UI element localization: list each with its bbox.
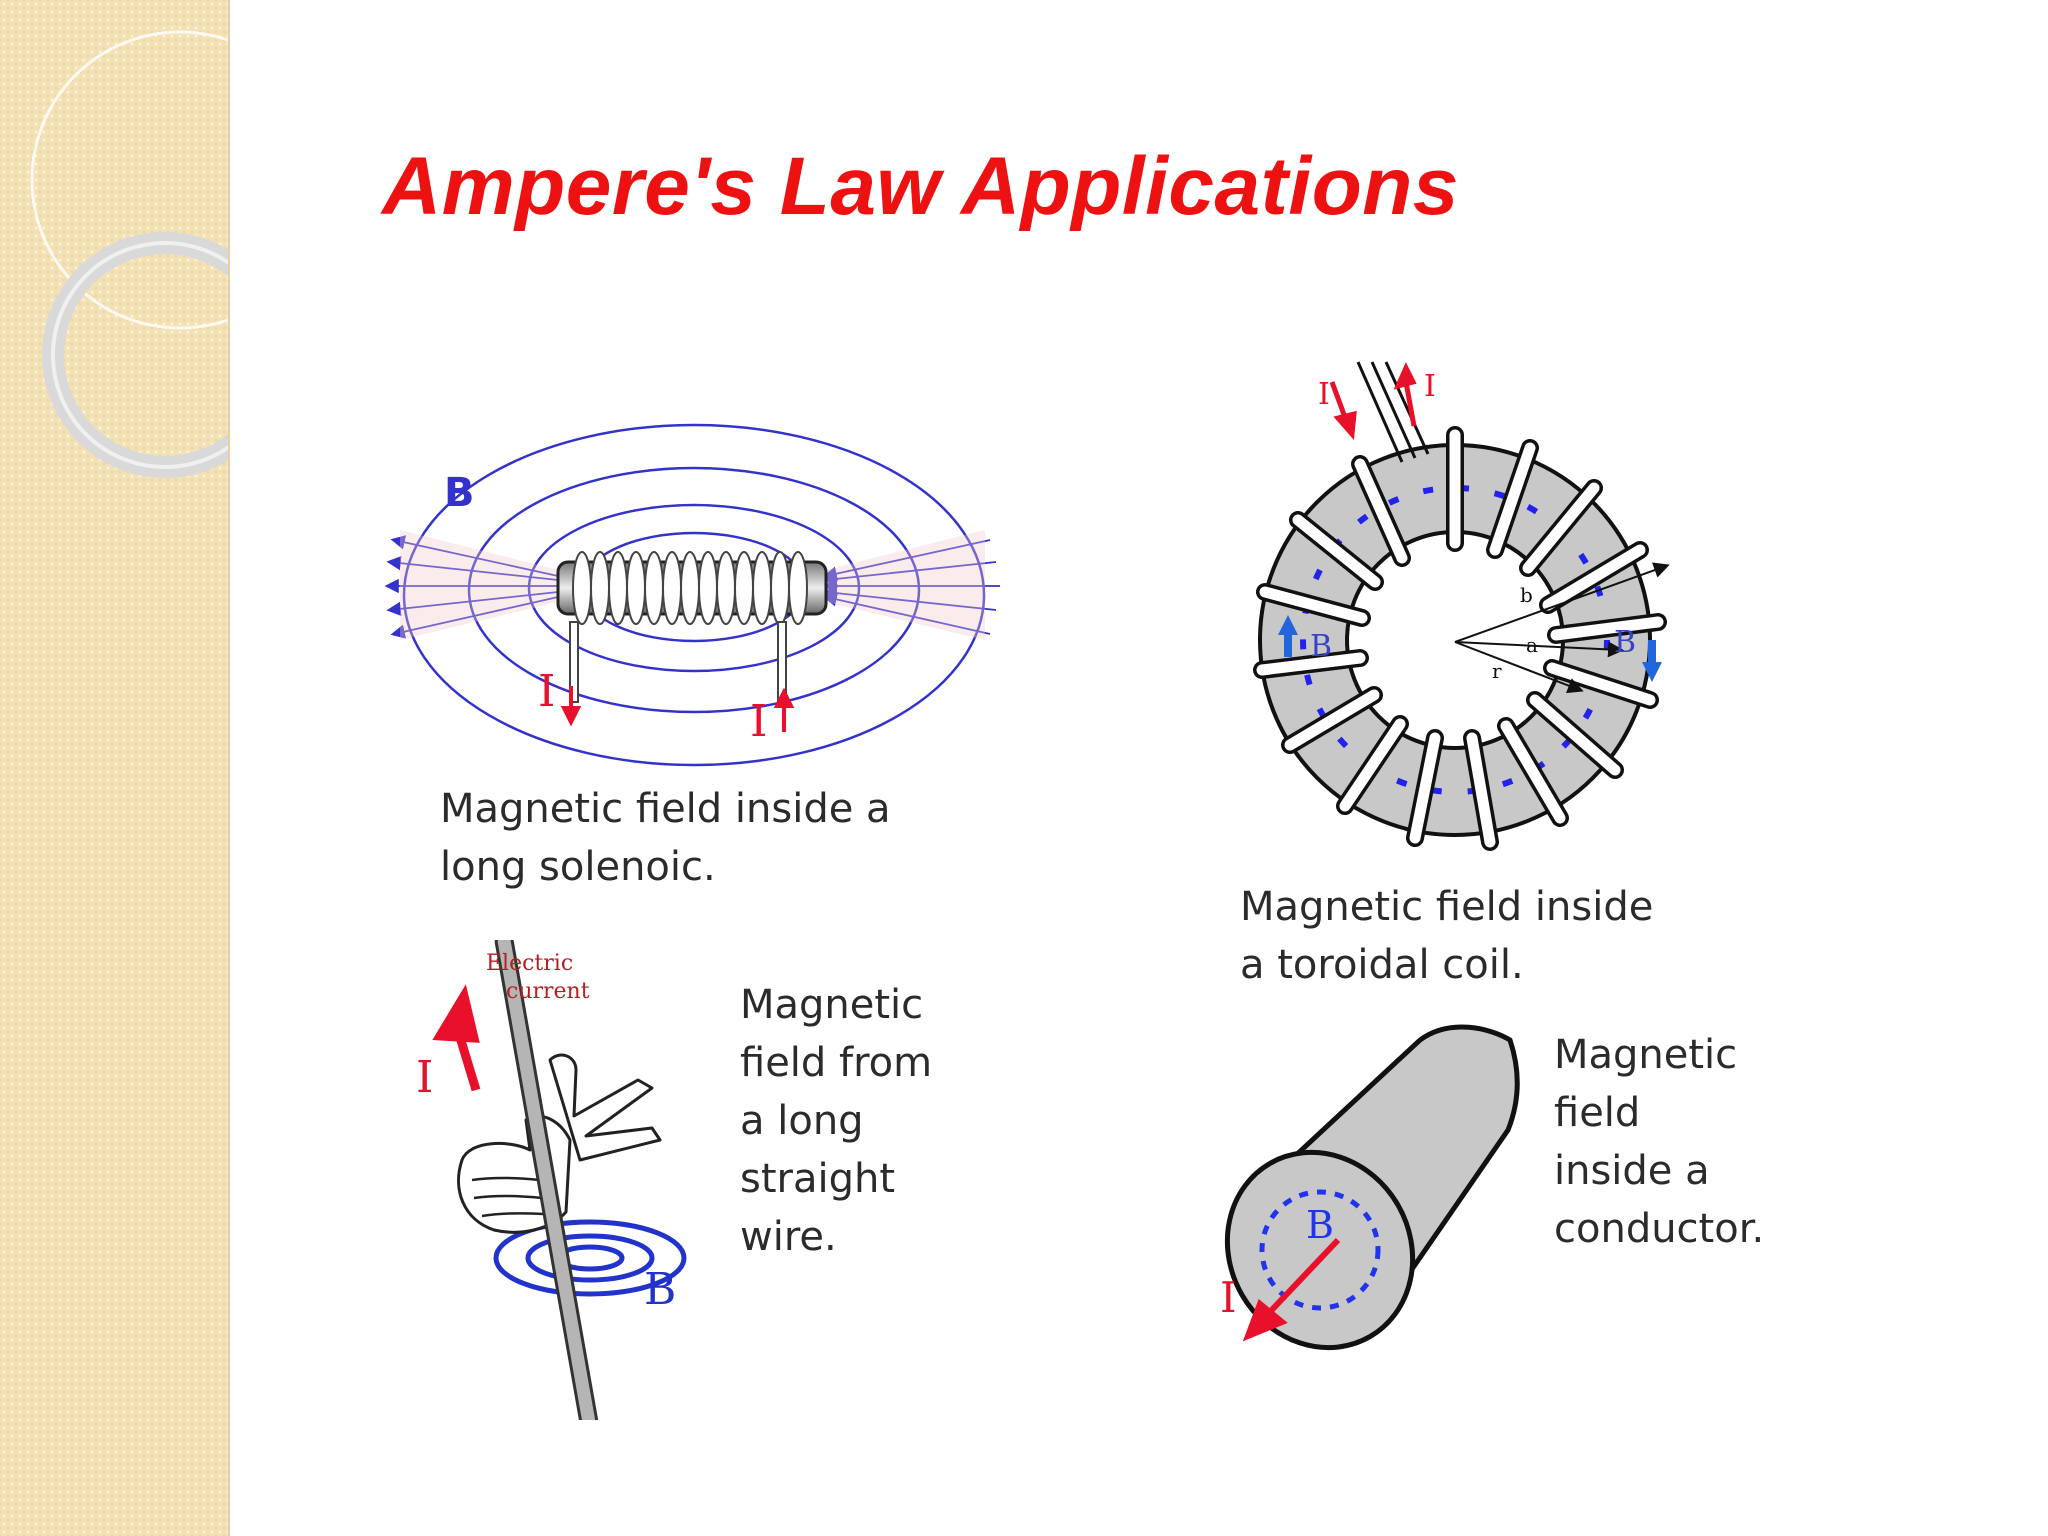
conductor-diagram: B I — [1220, 1024, 1520, 1351]
solenoid-diagram: B I I — [384, 423, 1000, 767]
conductor-field-label: B — [1306, 1203, 1334, 1247]
solenoid-current-arrows — [560, 686, 795, 732]
solenoid-fan-lines — [384, 535, 1000, 639]
wire-field-label: B — [644, 1264, 676, 1315]
slide-title: Ampere's Law Applications — [382, 141, 1459, 232]
wire-current-text: Electric current — [486, 951, 590, 1004]
toroid-current-arrows — [1329, 362, 1417, 440]
wire-current-label: I — [416, 1052, 433, 1103]
toroid-radii — [1454, 562, 1670, 694]
toroid-b-arrows — [1278, 615, 1662, 682]
toroid-field-label-left: B — [1310, 629, 1332, 664]
toroid-leads — [1356, 361, 1430, 463]
conductor-caption: Magnetic field inside a conductor. — [1554, 1032, 1765, 1252]
conductor-field-path — [1259, 1189, 1381, 1311]
straight-wire — [494, 940, 602, 1420]
decorative-rings — [30, 30, 228, 478]
toroid-current-label-in: I — [1318, 377, 1330, 412]
solenoid-caption: Magnetic field inside a long solenoic. — [440, 786, 891, 890]
toroid-caption: Magnetic field inside a toroidal coil. — [1240, 884, 1654, 988]
solenoid-field-label: B — [444, 470, 475, 516]
solenoid-glow — [400, 530, 985, 640]
wire-current-arrow — [432, 984, 481, 1092]
toroid-field-path — [1300, 485, 1610, 795]
conductor-cylinder — [1224, 1024, 1520, 1351]
decorative-sidebar — [0, 0, 230, 1536]
solenoid-windings — [572, 551, 808, 625]
wire-fingers — [471, 1176, 545, 1218]
toroid-windings-white — [1256, 429, 1664, 848]
conductor-current-label: I — [1220, 1273, 1237, 1322]
straight-wire-caption: Magnetic field from a long straight wire… — [740, 982, 933, 1260]
toroid-field-label-right: B — [1614, 625, 1636, 660]
solenoid-current-label-right: I — [750, 696, 767, 747]
toroid-radius-label-a: a — [1526, 633, 1538, 657]
solenoid-current-label-left: I — [538, 666, 555, 717]
toroid-radius-label-r: r — [1492, 659, 1502, 683]
toroid-radius-label-b: b — [1520, 583, 1533, 607]
straight-wire-diagram: Electric current I B — [416, 940, 687, 1420]
conductor-current-arrow — [1242, 1237, 1341, 1342]
toroid-diagram: B B I I b a r — [1253, 361, 1670, 851]
toroid-current-label-out: I — [1424, 369, 1436, 404]
wire-field-loops — [493, 1219, 687, 1297]
